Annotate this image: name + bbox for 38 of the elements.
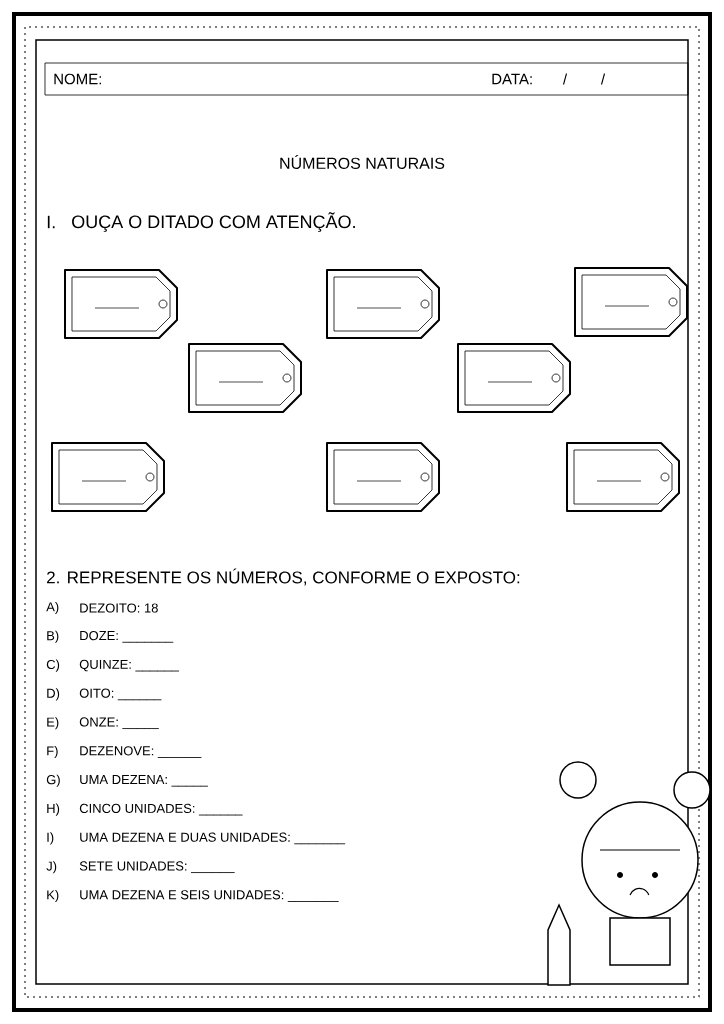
item-letter: E) xyxy=(47,717,59,730)
item-letter: D) xyxy=(47,688,60,701)
question-heading: OUÇA O DITADO COM ATENÇÃO. xyxy=(72,212,355,232)
item-letter: K) xyxy=(47,889,59,903)
item-text: QUINZE: ______ xyxy=(79,659,180,672)
tag-frame xyxy=(326,442,440,512)
item-letter: F) xyxy=(47,745,58,759)
tag-frame xyxy=(457,343,571,413)
item-text: CINCO UNIDADES: ______ xyxy=(79,803,243,816)
item-letter: G) xyxy=(46,774,60,787)
tag-frame xyxy=(64,269,178,339)
item-letter: J) xyxy=(46,861,57,874)
title: NÚMEROS NATURAIS xyxy=(280,155,445,169)
item-letter: A) xyxy=(46,601,59,615)
item-text: DEZENOVE: ______ xyxy=(80,746,202,758)
item-text: OITO: ______ xyxy=(79,688,162,701)
item-text: UMA DEZENA E SEIS UNIDADES: _______ xyxy=(80,890,339,902)
item-letter: I) xyxy=(47,832,54,845)
form-label: NOME: xyxy=(54,73,101,85)
tag-frame xyxy=(574,267,688,337)
tag-frame xyxy=(566,442,680,512)
tag-frame xyxy=(188,343,302,413)
tag-frame xyxy=(51,442,165,512)
item-text: DOZE: _______ xyxy=(80,630,174,643)
item-letter: H) xyxy=(47,803,60,816)
form-label: / xyxy=(600,73,606,85)
form-label: / xyxy=(562,73,568,85)
item-text: DEZOITO: 18 xyxy=(80,603,158,613)
item-text: ONZE: _____ xyxy=(79,717,159,730)
tag-frame xyxy=(326,269,440,339)
item-text: UMA DEZENA E DUAS UNIDADES: _______ xyxy=(80,832,346,845)
item-text: UMA DEZENA: _____ xyxy=(80,775,208,787)
question-heading: 2. REPRESENTE OS NÚMEROS, CONFORME O EXPOSTO: xyxy=(47,568,520,586)
item-text: SETE UNIDADES: ______ xyxy=(79,861,235,874)
item-letter: C) xyxy=(46,659,60,672)
form-label: DATA: xyxy=(492,73,532,85)
question-heading: I. xyxy=(47,215,55,229)
item-letter: B) xyxy=(47,630,59,643)
